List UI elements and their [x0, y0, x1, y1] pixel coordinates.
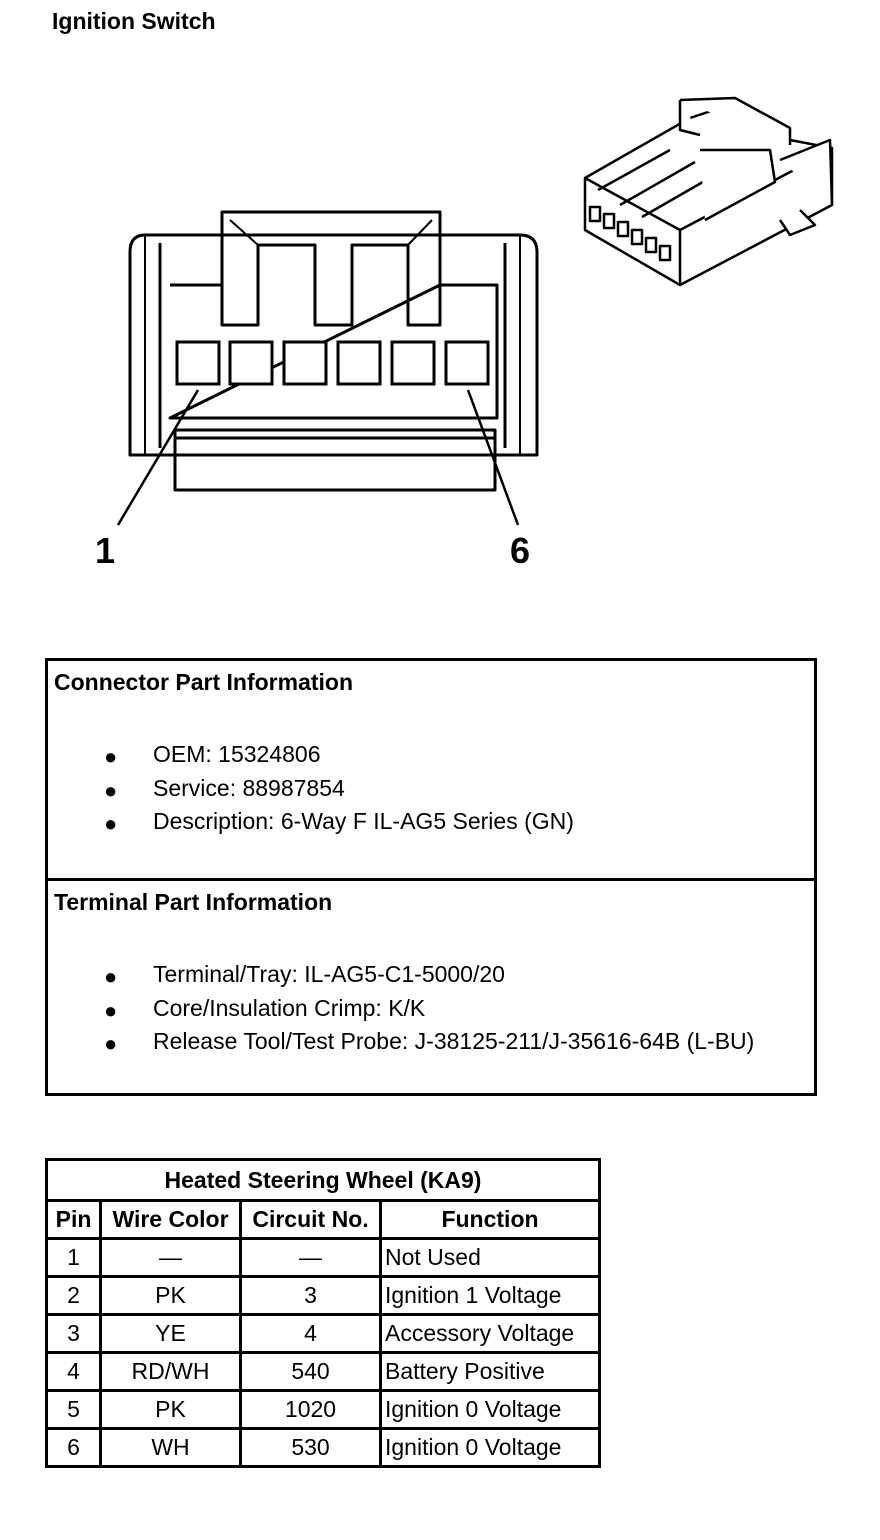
- circuit-cell: 3: [239, 1275, 382, 1316]
- bullet-icon: ●: [104, 744, 118, 769]
- list-item: ● OEM: 15324806: [48, 741, 574, 775]
- table-row: 2 PK 3 Ignition 1 Voltage: [45, 1275, 601, 1316]
- latch: [220, 210, 442, 327]
- leader-line-6: [466, 389, 520, 526]
- cavity-4: [336, 340, 382, 386]
- list-item: ● Service: 88987854: [48, 775, 574, 809]
- connector-description: Description: 6-Way F IL-AG5 Series (GN): [153, 808, 574, 834]
- column-header: Pin: [45, 1199, 102, 1240]
- table-header-row: Pin Wire Color Circuit No. Function: [45, 1199, 601, 1240]
- bullet-icon: ●: [104, 997, 118, 1023]
- table-row: 5 PK 1020 Ignition 0 Voltage: [45, 1389, 601, 1430]
- connector-face-outline: [128, 233, 539, 457]
- circuit-cell: —: [239, 1237, 382, 1278]
- pin-cell: 1: [45, 1237, 102, 1278]
- connector-oem: OEM: 15324806: [153, 741, 321, 767]
- list-item: ● Terminal/Tray: IL-AG5-C1-5000/20: [48, 961, 754, 995]
- table-row: 1 — — Not Used: [45, 1237, 601, 1278]
- core-insulation-crimp: Core/Insulation Crimp: K/K: [153, 994, 426, 1021]
- circuit-cell: 530: [239, 1427, 382, 1468]
- pin-table: Heated Steering Wheel (KA9) Pin Wire Col…: [45, 1158, 601, 1468]
- bullet-icon: ●: [104, 811, 118, 836]
- bullet-icon: ●: [104, 777, 118, 803]
- terminal-cavities: [175, 340, 490, 386]
- connector-part-section: Connector Part Information ● OEM: 1532480…: [48, 661, 814, 881]
- circuit-cell: 4: [239, 1313, 382, 1354]
- wire-color-cell: —: [99, 1237, 242, 1278]
- pin-cell: 5: [45, 1389, 102, 1430]
- pin-cell: 4: [45, 1351, 102, 1392]
- leader-line-1: [116, 389, 200, 526]
- part-information-box: Connector Part Information ● OEM: 1532480…: [45, 658, 817, 1096]
- connector-iso-view: [583, 96, 834, 287]
- terminal-tray: Terminal/Tray: IL-AG5-C1-5000/20: [153, 961, 505, 987]
- list-item: ● Description: 6-Way F IL-AG5 Series (GN): [48, 808, 574, 842]
- function-cell: Ignition 0 Voltage: [379, 1389, 601, 1430]
- connector-diagram: [116, 96, 834, 526]
- column-header: Circuit No.: [239, 1199, 382, 1240]
- cavity-1: [175, 340, 221, 386]
- circuit-cell: 540: [239, 1351, 382, 1392]
- bullet-icon: ●: [104, 964, 118, 989]
- function-cell: Ignition 1 Voltage: [379, 1275, 601, 1316]
- wire-color-cell: RD/WH: [99, 1351, 242, 1392]
- terminal-part-section: Terminal Part Information ● Terminal/Tray…: [48, 881, 814, 1093]
- cavity-5: [390, 340, 436, 386]
- wire-color-cell: PK: [99, 1389, 242, 1430]
- table-row: 4 RD/WH 540 Battery Positive: [45, 1351, 601, 1392]
- release-tool: Release Tool/Test Probe: J-38125-211/J-3…: [153, 1028, 755, 1054]
- connector-service: Service: 88987854: [153, 774, 345, 801]
- column-header: Wire Color: [99, 1199, 242, 1240]
- wire-color-cell: PK: [99, 1275, 242, 1316]
- connector-part-list: ● OEM: 15324806 ● Service: 88987854 ● Descr…: [48, 741, 574, 842]
- circuit-cell: 1020: [239, 1389, 382, 1430]
- terminal-part-list: ● Terminal/Tray: IL-AG5-C1-5000/20 ● Core/…: [48, 961, 754, 1062]
- pin-cell: 2: [45, 1275, 102, 1316]
- wire-color-cell: YE: [99, 1313, 242, 1354]
- function-cell: Accessory Voltage: [379, 1313, 601, 1354]
- function-cell: Battery Positive: [379, 1351, 601, 1392]
- table-row: 6 WH 530 Ignition 0 Voltage: [45, 1427, 601, 1468]
- bullet-icon: ●: [104, 1031, 118, 1056]
- column-header: Function: [379, 1199, 601, 1240]
- cavity-3: [282, 340, 328, 386]
- terminal-part-heading: Terminal Part Information: [54, 889, 333, 915]
- cavity-6: [444, 340, 490, 386]
- pin-6-label: 6: [510, 530, 531, 571]
- pin-1-label: 1: [95, 530, 116, 571]
- pin-cell: 6: [45, 1427, 102, 1468]
- connector-part-heading: Connector Part Information: [54, 669, 354, 695]
- function-cell: Ignition 0 Voltage: [379, 1427, 601, 1468]
- cavity-2: [228, 340, 274, 386]
- page-title: Ignition Switch: [52, 8, 216, 34]
- pin-cell: 3: [45, 1313, 102, 1354]
- table-caption: Heated Steering Wheel (KA9): [45, 1158, 601, 1202]
- list-item: ● Release Tool/Test Probe: J-38125-211/J-…: [48, 1028, 754, 1062]
- list-item: ● Core/Insulation Crimp: K/K: [48, 995, 754, 1029]
- table-row: 3 YE 4 Accessory Voltage: [45, 1313, 601, 1354]
- bottom-rail: [173, 428, 497, 492]
- wire-color-cell: WH: [99, 1427, 242, 1468]
- function-cell: Not Used: [379, 1237, 601, 1278]
